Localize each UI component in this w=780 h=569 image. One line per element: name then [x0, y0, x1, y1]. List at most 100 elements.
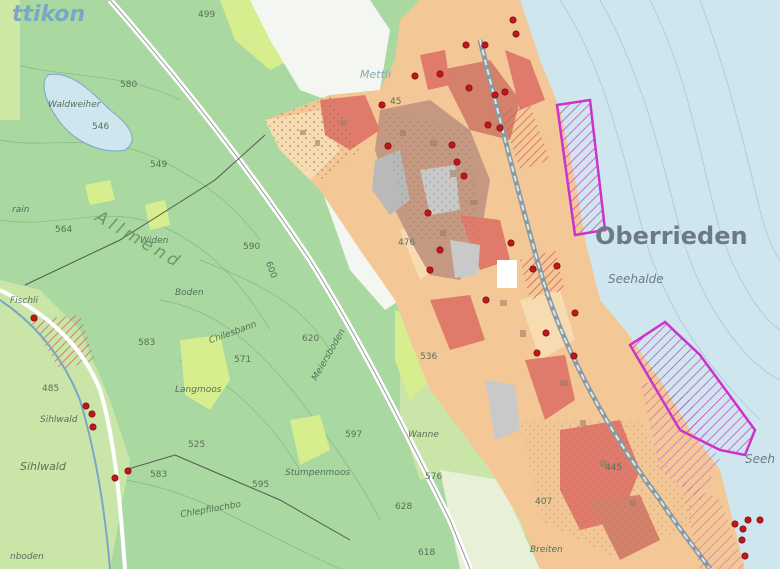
monument-point	[88, 410, 96, 418]
elevation-label: 571	[234, 355, 252, 365]
monument-point	[741, 552, 749, 560]
monument-point	[570, 352, 578, 360]
meadow-pale	[440, 470, 540, 569]
monument-point	[484, 121, 492, 129]
public-zone-4	[485, 380, 520, 440]
residential-light-3	[520, 290, 575, 360]
place-label-mettli: Mettli	[360, 68, 391, 81]
place-label-sihlwald: Sihlwald	[40, 415, 78, 425]
elevation-label: 536	[420, 352, 438, 362]
elevation-label: 576	[425, 472, 443, 482]
elevation-label: 525	[188, 440, 206, 450]
monument-point	[426, 266, 434, 274]
monument-point	[448, 141, 456, 149]
monument-point	[512, 30, 520, 38]
place-label-seehalde: Seehalde	[608, 272, 664, 286]
monument-point	[411, 72, 419, 80]
dotted-area-2	[380, 110, 480, 240]
overlay-zone-3	[640, 380, 720, 500]
monument-point	[378, 101, 386, 109]
place-label-breiten: Breiten	[530, 545, 563, 555]
monument-point	[738, 536, 746, 544]
monument-point	[756, 516, 764, 524]
monument-point	[744, 516, 752, 524]
monument-point	[481, 41, 489, 49]
elevation-label: 485	[42, 384, 60, 394]
elevation-label: 628	[395, 502, 413, 512]
meadow-valley	[0, 280, 130, 569]
monument-point	[496, 124, 504, 132]
place-label-boden: Boden	[175, 288, 204, 298]
place-label-langmoos: Langmoos	[175, 385, 222, 395]
meadow-patch-1	[180, 335, 230, 410]
meadow-patch-2	[290, 415, 330, 465]
monument-point	[491, 91, 499, 99]
monument-point	[501, 88, 509, 96]
overlay-zone-4	[680, 480, 745, 569]
railway-shore-dash	[479, 39, 711, 569]
dotted-area-3	[520, 420, 700, 560]
elevation-label: 499	[198, 10, 216, 20]
monument-point	[124, 467, 132, 475]
municipal-boundaries	[24, 134, 351, 541]
sihl-river	[0, 299, 111, 569]
elevation-label: 407	[535, 497, 553, 507]
mixed-zone-7	[420, 50, 450, 90]
elevation-label: 583	[138, 338, 156, 348]
elevation-label: 546	[92, 122, 110, 132]
place-label-rain: rain	[12, 205, 30, 215]
core-zone-3	[505, 50, 545, 110]
motorway-edge	[109, 0, 471, 569]
elevation-label: 445	[605, 463, 623, 473]
place-label-nboden: nboden	[10, 552, 44, 562]
hatched-red-2	[500, 105, 550, 170]
mixed-zone-4	[525, 355, 575, 420]
waldweiher-pond	[43, 73, 133, 152]
monument-point	[462, 41, 470, 49]
monument-point	[460, 172, 468, 180]
monument-point	[424, 209, 432, 217]
monument-point	[30, 314, 38, 322]
monument-points	[30, 16, 764, 560]
hatched-red-1	[30, 315, 95, 370]
elevation-label: 45	[390, 97, 402, 107]
elevation-label: 583	[150, 470, 168, 480]
monument-point	[731, 520, 739, 528]
elevation-label: 618	[418, 548, 436, 558]
monument-point	[482, 296, 490, 304]
monument-point	[509, 16, 517, 24]
monument-point	[111, 474, 119, 482]
valley-road	[0, 288, 127, 569]
white-block	[497, 260, 517, 288]
meadow-patch-3	[145, 200, 170, 230]
overlay-zone-1	[555, 98, 607, 237]
monument-point	[453, 158, 461, 166]
monument-point	[542, 329, 550, 337]
elevation-label: 476	[398, 238, 416, 248]
elevation-label: 564	[55, 225, 73, 235]
monument-point	[465, 84, 473, 92]
monument-point	[571, 309, 579, 317]
place-label-seeh: Seeh	[745, 452, 775, 466]
elevation-label: 595	[252, 480, 270, 490]
mixed-zone-3	[430, 295, 485, 350]
monument-point	[384, 142, 392, 150]
monument-point	[82, 402, 90, 410]
place-label-widen: Widen	[140, 236, 169, 246]
monument-point	[436, 246, 444, 254]
monument-point	[507, 239, 515, 247]
meadow-top	[220, 0, 290, 70]
buildings	[300, 120, 636, 506]
meadow-edge	[0, 0, 20, 120]
lake-contours	[559, 0, 780, 421]
elevation-label: 590	[243, 242, 261, 252]
place-label-ttikon: ttikon	[12, 2, 86, 27]
monument-point	[89, 423, 97, 431]
dotted-area-1	[265, 95, 360, 180]
monument-point	[739, 525, 747, 533]
monument-point	[553, 262, 561, 270]
place-label-fischli: Fischli	[10, 296, 39, 306]
public-zone-3	[450, 240, 480, 278]
